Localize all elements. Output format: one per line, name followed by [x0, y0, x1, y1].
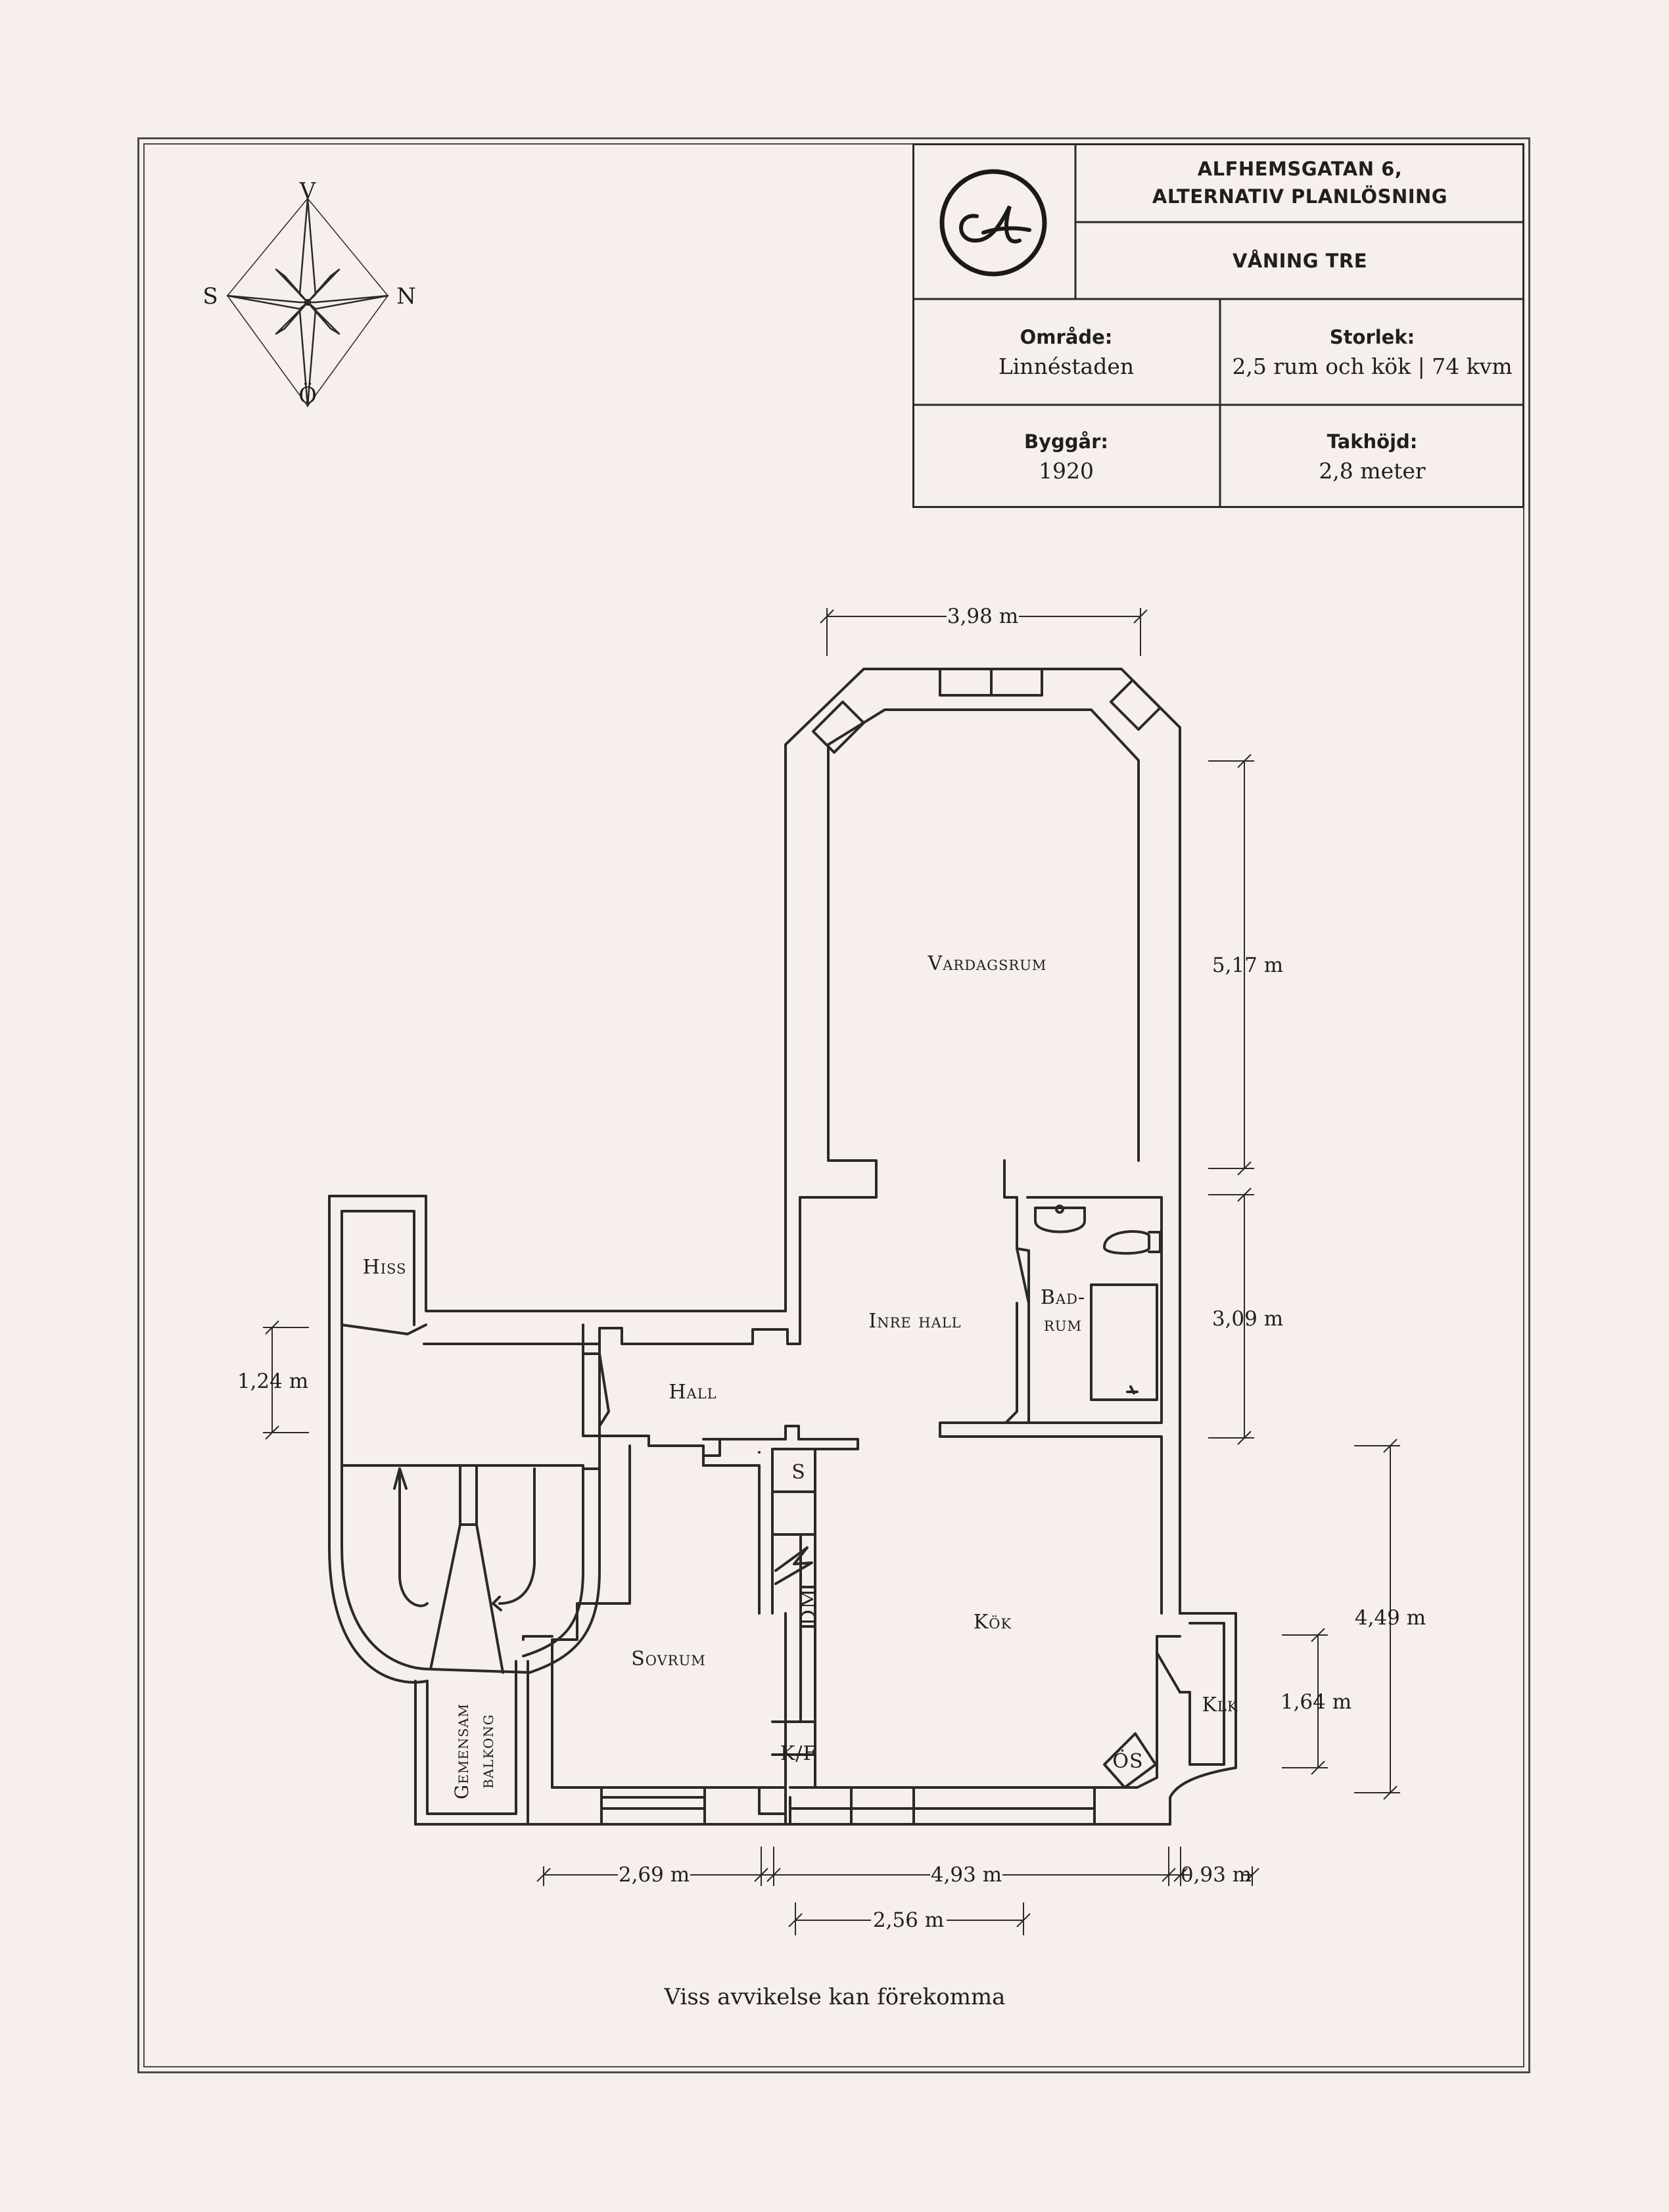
room-s: S	[791, 1461, 806, 1484]
floor-label: VÅNING TRE	[1232, 249, 1368, 272]
dim-klk-height: 1,64 m	[1281, 1690, 1352, 1714]
dim-bottom-left: 2,69 m	[619, 1863, 690, 1887]
compass-south-label: S	[202, 283, 218, 310]
room-klk: Klk	[1202, 1694, 1238, 1717]
dim-bottom-window: 2,56 m	[873, 1908, 944, 1932]
dim-bottom-mid: 4,93 m	[931, 1863, 1002, 1887]
dimension-lines	[263, 608, 1400, 1935]
room-sovrum: Sovrum	[631, 1647, 706, 1671]
brand-logo: A	[937, 167, 1049, 279]
walls	[328, 668, 1237, 1826]
room-vardagsrum: Vardagsrum	[928, 952, 1047, 975]
room-badrum-line2: rum	[1044, 1313, 1082, 1336]
ceiling-cell: Takhöjd: 2,8 meter	[1319, 430, 1426, 484]
room-hiss: Hiss	[363, 1256, 407, 1279]
room-balkong-line1: Gemensam	[451, 1703, 473, 1799]
year-cell: Byggår: 1920	[1024, 430, 1108, 484]
room-kf: K/F	[780, 1742, 817, 1765]
dim-top-width: 3,98 m	[947, 605, 1018, 628]
inner-frame	[143, 143, 1524, 2067]
outer-frame	[137, 137, 1530, 2073]
title-block: A ALFHEMSGATAN 6, ALTERNATIV PLANLÖSNING…	[912, 143, 1524, 508]
dim-hall-height: 1,24 m	[237, 1370, 308, 1393]
disclaimer: Viss avvikelse kan förekomma	[664, 1984, 1006, 2010]
room-balkong-line2: balkong	[476, 1714, 498, 1789]
dimension-labels: 3,98 m 5,17 m 3,09 m 4,49 m 1,64 m 1,24 …	[237, 603, 1426, 1933]
size-cell: Storlek: 2,5 rum och kök | 74 kvm	[1232, 325, 1513, 379]
dim-vardagsrum-height: 5,17 m	[1212, 954, 1283, 977]
room-badrum-line1: Bad-	[1041, 1286, 1085, 1309]
room-dm: DM	[797, 1588, 820, 1626]
room-inre-hall: Inre hall	[868, 1310, 961, 1333]
room-labels: Vardagsrum Inre hall Bad- rum Hall Hiss …	[363, 952, 1238, 1799]
title-block-grid	[912, 143, 1524, 508]
dim-bottom-right: 0,93 m	[1181, 1863, 1252, 1887]
compass-rose: V Ö S N	[202, 178, 416, 409]
room-os: ÖS	[1112, 1749, 1143, 1773]
compass-north-label: N	[396, 283, 416, 310]
area-cell: Område: Linnéstaden	[998, 325, 1135, 379]
dim-kok-height: 4,49 m	[1355, 1606, 1426, 1630]
compass-east-label: Ö	[298, 382, 317, 409]
address-title: ALFHEMSGATAN 6, ALTERNATIV PLANLÖSNING	[1152, 158, 1448, 208]
compass-west-label: V	[299, 178, 317, 204]
room-kok: Kök	[974, 1611, 1012, 1634]
room-hall: Hall	[669, 1381, 717, 1404]
dim-badrum-height: 3,09 m	[1212, 1307, 1283, 1331]
